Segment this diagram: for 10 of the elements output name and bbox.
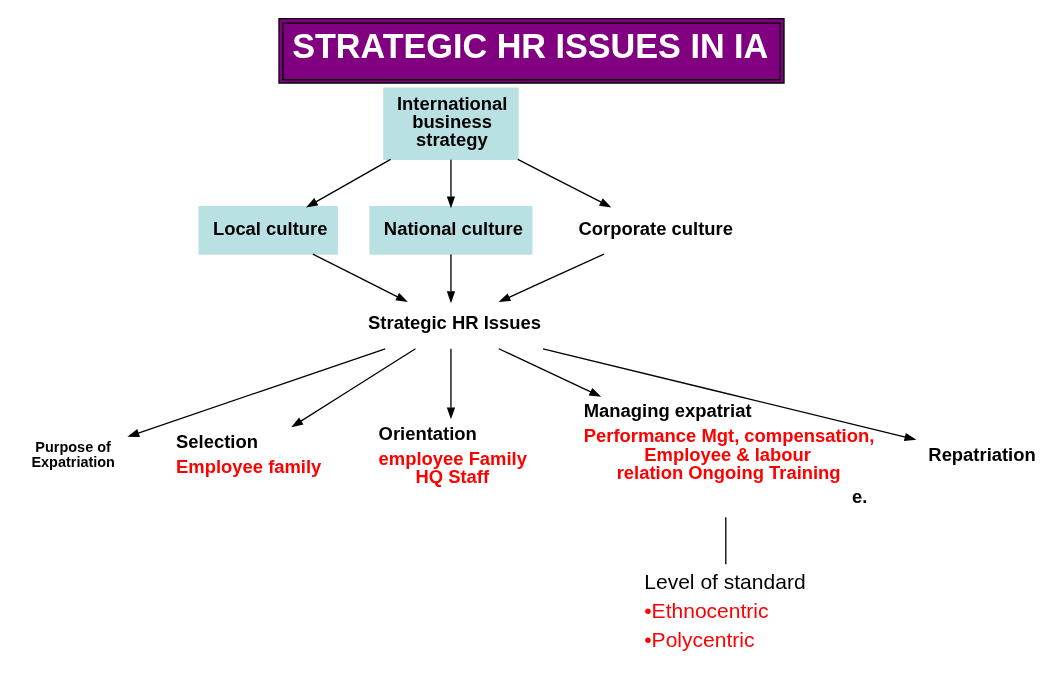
node-text: Orientation employee Family HQ Staff <box>378 422 527 488</box>
node-text: Repatriation <box>927 443 1036 465</box>
node-text: Selection Employee family <box>175 430 321 477</box>
node-text: Managing expatriat Performance Mgt, compensation, Employee & labour relation Ongoing Training <box>583 400 874 484</box>
node-label: e. <box>851 485 867 507</box>
node-text: Purpose of Expatriation <box>30 439 115 470</box>
node-text: Level of standard •Ethnocentric •Polycentric <box>643 570 806 651</box>
diagram-title: STRATEGIC HR ISSUES IN IA <box>291 27 768 66</box>
node-text: Strategic HR Issues <box>367 312 541 334</box>
node-text: Corporate culture <box>578 217 733 239</box>
